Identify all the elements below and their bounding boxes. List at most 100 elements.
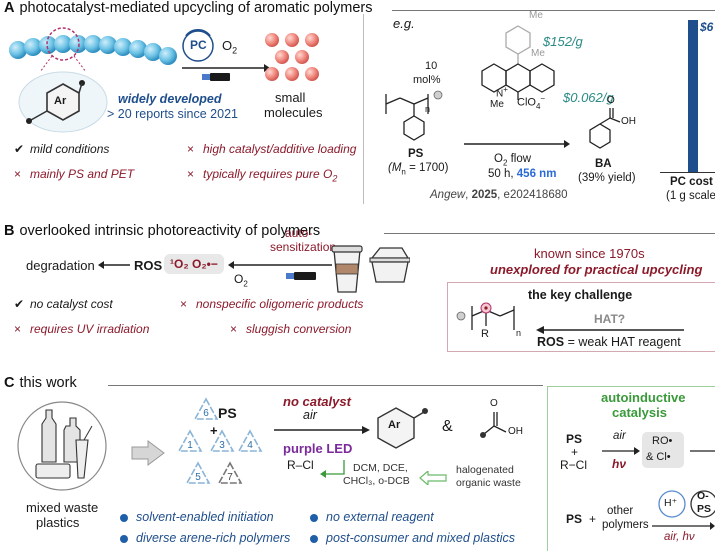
recycle-code-icon: 1 bbox=[177, 429, 203, 452]
ros-species-box: ¹O₂ O₂•− bbox=[164, 254, 224, 274]
divider-c bbox=[108, 385, 543, 386]
o2-label-a: O2 bbox=[222, 38, 238, 56]
recycle-code-icon: 5 bbox=[185, 461, 211, 484]
arene-product-structure bbox=[377, 407, 428, 449]
o2-flow: O2 flow bbox=[494, 153, 532, 168]
autoinductive-2: catalysis bbox=[612, 405, 667, 420]
auto-arrow-1 bbox=[602, 447, 640, 455]
purple-led: purple LED bbox=[283, 441, 353, 456]
ar-label-a: Ar bbox=[54, 95, 67, 107]
air-hv: air, hν bbox=[664, 531, 695, 543]
ar-label-c: Ar bbox=[388, 419, 401, 431]
recycle-code-number: 1 bbox=[187, 440, 193, 451]
me-n: Me bbox=[490, 99, 504, 110]
air-auto: air bbox=[613, 430, 626, 442]
hat-arrow bbox=[536, 326, 684, 334]
a-mark-4: ×typically requires pure O2 bbox=[187, 167, 338, 184]
ps-auto-2: PS bbox=[566, 512, 583, 526]
a-mark-1: ✔mild conditions bbox=[14, 142, 110, 156]
mixed-waste-2: plastics bbox=[36, 515, 80, 530]
autoinductive-1: autoinductive bbox=[601, 390, 686, 405]
recycle-code-icon: 6 bbox=[193, 397, 219, 420]
pc-cost-bar-label: $6 bbox=[700, 20, 714, 34]
sensitization-arrow bbox=[228, 261, 332, 280]
plastic-containers-icon bbox=[331, 245, 410, 293]
key-challenge-label: the key challenge bbox=[528, 288, 633, 302]
mixed-waste-1: mixed waste bbox=[26, 500, 99, 515]
degradation-label: degradation bbox=[26, 258, 95, 273]
reports-count: > 20 reports since 2021 bbox=[107, 107, 238, 121]
scale-label: (1 g scale bbox=[666, 190, 715, 202]
known-since: known since 1970s bbox=[534, 246, 645, 261]
eg-label: e.g. bbox=[393, 16, 415, 31]
plus-auto-2: + bbox=[589, 512, 597, 526]
cl-radical: & Cl• bbox=[646, 451, 671, 463]
air-label-c: air bbox=[303, 408, 317, 422]
reaction-arrow-c bbox=[274, 426, 370, 434]
solvents-2: CHCl₃, o-DCB bbox=[343, 475, 410, 487]
recycle-code-icon: 4 bbox=[237, 429, 263, 452]
hv-auto: hν bbox=[612, 457, 627, 471]
key-challenge-box bbox=[447, 282, 715, 352]
radicals-box bbox=[642, 432, 684, 468]
catalyst-price: $152/g bbox=[543, 34, 583, 49]
acid-oh: OH bbox=[508, 426, 523, 437]
b-mark-1: ✔no catalyst cost bbox=[14, 297, 113, 311]
divider-b bbox=[384, 233, 715, 234]
mixed-waste-plastics-illustration bbox=[17, 401, 107, 491]
pc-cost-bar bbox=[688, 20, 698, 172]
recycle-code-icon: 3 bbox=[209, 429, 235, 452]
a-example-divider bbox=[363, 14, 364, 204]
divider-a bbox=[392, 10, 715, 11]
mol-amount: 10 bbox=[425, 60, 438, 72]
acid-o: O bbox=[490, 398, 498, 409]
no-catalyst: no catalyst bbox=[283, 394, 351, 409]
pc-cost-axis bbox=[660, 172, 715, 173]
r-group: R bbox=[481, 328, 489, 340]
ros-weak-hat: ROS = weak HAT reagent bbox=[537, 335, 681, 349]
mol-unit: mol% bbox=[413, 74, 441, 86]
ps-n: n bbox=[425, 104, 431, 114]
me-top: Me bbox=[529, 10, 543, 21]
plus-c: + bbox=[210, 423, 218, 438]
halogenated-1: halogenated bbox=[456, 464, 514, 476]
h-plus: H⁺ bbox=[664, 497, 678, 509]
o2-label-b: O2 bbox=[234, 272, 248, 289]
b-mark-2: ×nonspecific oligomeric products bbox=[180, 297, 364, 311]
rcl-label: R–Cl bbox=[287, 458, 314, 472]
small-molecules-icon bbox=[265, 33, 319, 81]
auto-arrow-2 bbox=[690, 450, 715, 452]
a-mark-3: ×mainly PS and PET bbox=[14, 167, 135, 181]
clo4-label: ClO4− bbox=[517, 94, 546, 111]
reaction-arrow-a2 bbox=[464, 140, 570, 148]
recycle-codes-group: 6 1 3 4 5 7 bbox=[175, 395, 265, 505]
solvents-1: DCM, DCE, bbox=[353, 462, 408, 474]
small-label: small bbox=[275, 90, 306, 105]
b-n: n bbox=[516, 328, 522, 338]
time-wavelength: 50 h, 456 nm bbox=[488, 168, 557, 180]
recycle-code-number: 4 bbox=[247, 440, 253, 451]
nitrogen-label: N+ bbox=[496, 85, 508, 100]
polymer-radical-structure bbox=[456, 302, 515, 330]
ops-1: O- bbox=[697, 490, 709, 502]
bullet-4: post-consumer and mixed plastics bbox=[310, 531, 515, 545]
bullet-2: no external reagent bbox=[310, 510, 434, 524]
pc-label: PC bbox=[190, 38, 207, 52]
other-1: other bbox=[607, 505, 634, 517]
other-2: polymers bbox=[602, 519, 649, 531]
a-mark-2: ×high catalyst/additive loading bbox=[187, 142, 357, 156]
waste-arrow bbox=[419, 471, 447, 485]
benzoic-acid-structure bbox=[589, 108, 621, 149]
autoinductive-cycle bbox=[652, 490, 715, 530]
ps-label-c: PS bbox=[218, 405, 237, 421]
ro-radical: RO• bbox=[652, 435, 673, 447]
recycle-code-number: 7 bbox=[227, 472, 233, 483]
me-right: Me bbox=[531, 48, 545, 59]
b-mark-3: ×requires UV irradiation bbox=[14, 322, 150, 336]
ros-label: ROS bbox=[134, 258, 163, 273]
recycle-code-icon: 7 bbox=[217, 461, 243, 484]
pc-cost-label: PC cost bbox=[670, 176, 713, 188]
rcl-auto: R−Cl bbox=[560, 458, 588, 472]
block-arrow bbox=[131, 440, 165, 466]
